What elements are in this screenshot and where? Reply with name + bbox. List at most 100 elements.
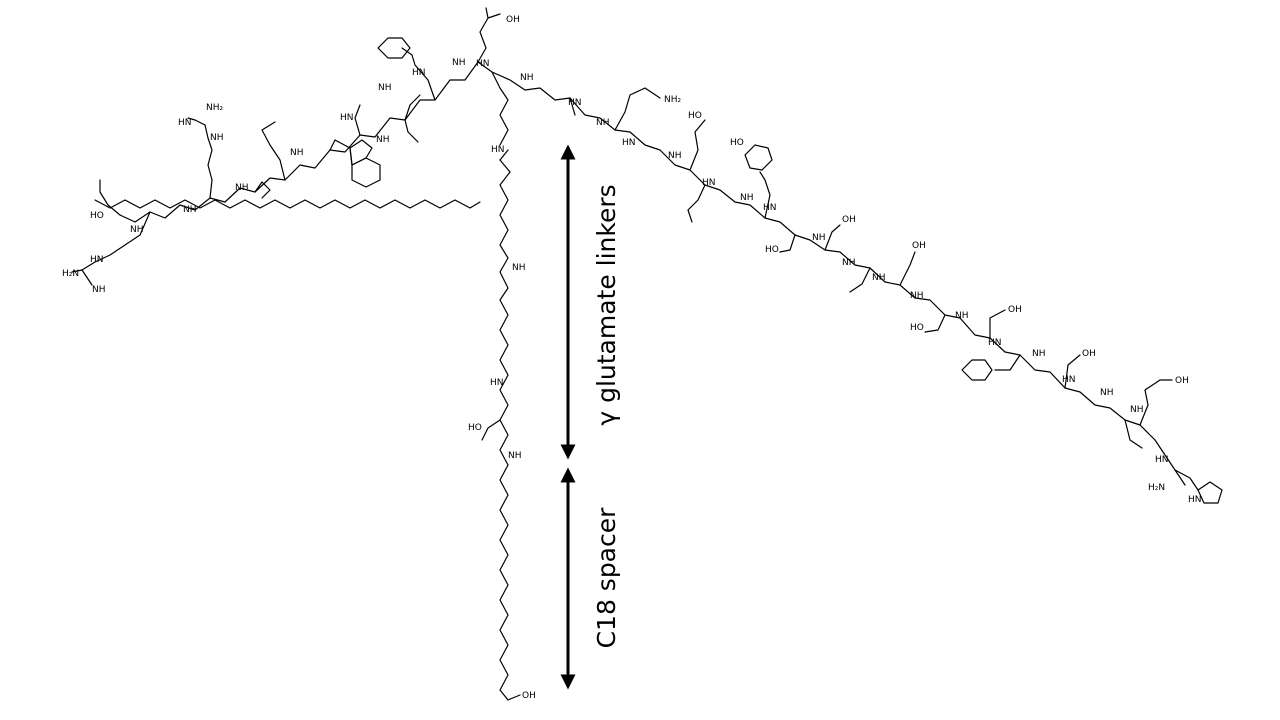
atom-nh-24: NH	[1032, 349, 1046, 359]
atom-hn-9: HN	[476, 59, 490, 69]
atom-hn-23: HN	[988, 338, 1002, 348]
sidechain-ser1	[779, 234, 796, 253]
backbone-right	[491, 71, 1186, 486]
phe-link	[401, 47, 413, 56]
lysine-sidechain	[477, 61, 509, 146]
sidechain-leu	[261, 121, 286, 181]
atom-nh-22: NH	[955, 311, 969, 321]
sidechain-glu1	[477, 13, 501, 63]
sidechain-ser2	[824, 224, 841, 251]
atom-nh-linker2: NH	[512, 263, 526, 273]
atom-nh-27: NH	[1130, 405, 1144, 415]
atom-nh2-gln: NH₂	[664, 95, 682, 105]
atom-nh-2: NH	[183, 205, 197, 215]
his-ring	[1197, 481, 1223, 504]
linker-acid-branch	[481, 419, 501, 441]
sidechain-phe	[411, 54, 436, 101]
atom-hn-13: HN	[622, 138, 636, 148]
atom-nh-18: NH	[812, 233, 826, 243]
sidechain-phe2	[994, 354, 1021, 371]
atom-hn-25: HN	[1062, 375, 1076, 385]
atom-nh-arg1: NH	[92, 285, 106, 295]
sidechain-ala	[354, 104, 361, 136]
atom-oh-ser2: OH	[842, 215, 856, 225]
guanidine-2	[187, 117, 206, 126]
atom-hn-arg2: HN	[178, 118, 192, 128]
atom-nh-20: NH	[872, 273, 886, 283]
central-linker-chain	[477, 61, 521, 701]
phe2-ring	[961, 359, 993, 381]
spacer-label: C18 spacer	[592, 507, 621, 649]
atom-oh-asp: OH	[912, 241, 926, 251]
left-peptide-chain	[71, 7, 501, 286]
atom-h2n-arg1: H₂N	[62, 269, 79, 279]
sidechain-asp	[899, 251, 916, 286]
sidechain-trp	[329, 139, 353, 166]
atom-nh-trp: NH	[376, 135, 390, 145]
gly-acid	[99, 179, 121, 216]
linker-connect	[499, 149, 509, 161]
atom-nh-19: NH	[842, 258, 856, 268]
tyr-ring	[744, 144, 773, 171]
backbone-left-a	[94, 199, 481, 209]
atom-ho-ser3: HO	[910, 323, 924, 333]
atom-nh-26: NH	[1100, 388, 1114, 398]
sidechain-ile-b	[404, 119, 419, 143]
atom-oh-thr2: OH	[1082, 349, 1096, 359]
atom-nh-21: NH	[910, 291, 924, 301]
sidechain-ser3	[924, 314, 946, 333]
atom-oh-c18: OH	[522, 691, 536, 701]
sidechain-aib2	[1124, 419, 1143, 449]
sidechain-val2	[849, 267, 871, 293]
atom-ho-glu2: HO	[688, 111, 702, 121]
spacer-annotation: C18 spacer	[560, 467, 621, 690]
atom-hn-arg1: HN	[90, 255, 104, 265]
sidechain-glu3	[1139, 379, 1173, 426]
atom-nh-4: NH	[290, 148, 304, 158]
sidechain-gln	[614, 87, 661, 131]
c18-chain	[499, 464, 509, 701]
atom-oh-thr1: OH	[1008, 305, 1022, 315]
sidechain-thr1	[989, 309, 1006, 339]
linker-zigzag	[499, 159, 511, 466]
atom-nh-arg2: NH	[210, 133, 224, 143]
atom-nh-14: NH	[668, 151, 682, 161]
sidechain-arg2	[204, 124, 213, 199]
sidechain-leu2	[687, 184, 706, 223]
phe-ring	[377, 37, 411, 59]
atom-cooh-top: OH	[506, 15, 520, 25]
c18-acid	[507, 694, 521, 701]
guanidine-1b	[81, 269, 93, 286]
atom-ho-tyr: HO	[730, 138, 744, 148]
atom-oh-glu3: OH	[1175, 376, 1189, 386]
atom-nh-1: NH	[130, 225, 144, 235]
atom-hn-his: HN	[1188, 495, 1202, 505]
atom-nh-3: NH	[235, 183, 249, 193]
sidechain-val	[254, 181, 271, 199]
sidechain-aib	[569, 97, 576, 116]
backbone-left	[119, 61, 479, 223]
linker-label: γ glutamate linkers	[592, 184, 621, 425]
atom-nh-linker4: NH	[508, 451, 522, 461]
sidechain-his	[1174, 469, 1199, 491]
atom-hn-17: HN	[763, 203, 777, 213]
glu1-carbonyl	[485, 7, 489, 19]
sidechain-glu2	[689, 119, 706, 171]
atom-nh-10: NH	[520, 73, 534, 83]
atom-ho-gly: HO	[90, 211, 104, 221]
sidechain-ile	[404, 94, 421, 121]
atom-nh-12: NH	[596, 118, 610, 128]
atom-nh2-arg2: NH₂	[206, 103, 224, 113]
atom-ho-ser1: HO	[765, 245, 779, 255]
linker-annotation: γ glutamate linkers	[560, 144, 621, 460]
sidechain-thr2	[1064, 354, 1081, 389]
sidechain-tyr	[759, 171, 771, 219]
atom-nh-8: NH	[452, 58, 466, 68]
right-peptide-chain	[491, 71, 1223, 504]
trp-ring-pyrrole	[349, 139, 373, 166]
atom-nh-16: NH	[740, 193, 754, 203]
sidechain-arg1	[94, 211, 151, 263]
atom-nh-6: NH	[378, 83, 392, 93]
